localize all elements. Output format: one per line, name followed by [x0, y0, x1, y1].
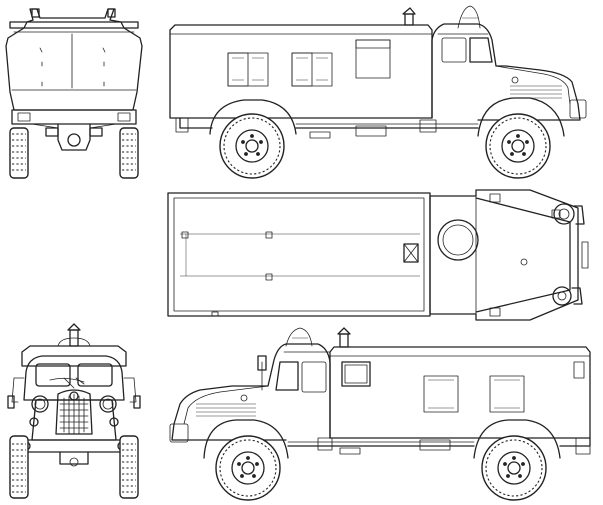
- rear-view: [5, 8, 143, 179]
- front-view: [7, 323, 141, 499]
- top-view: [167, 189, 589, 321]
- left-side-view: [169, 5, 587, 179]
- right-side-view: [169, 327, 591, 501]
